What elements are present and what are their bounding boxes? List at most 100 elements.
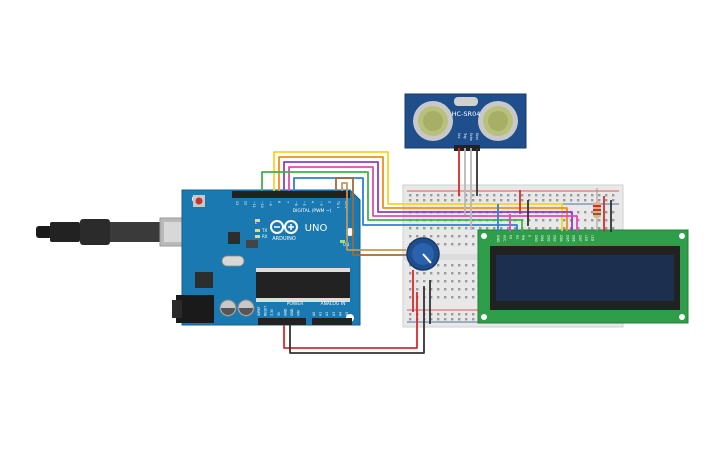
breadboard-hole [563, 194, 566, 197]
pin-label: IOREF [257, 306, 261, 316]
pin-label: 7 [285, 201, 289, 203]
breadboard-hole [528, 194, 531, 197]
breadboard-hole [472, 199, 475, 202]
breadboard-hole [423, 227, 426, 230]
breadboard-hole [437, 272, 440, 275]
breadboard-hole [444, 235, 447, 238]
breadboard-hole [472, 288, 475, 291]
breadboard-hole [409, 296, 412, 299]
pin-label: Trig [463, 132, 467, 139]
breadboard-hole [423, 199, 426, 202]
breadboard-hole [514, 199, 517, 202]
breadboard-hole [451, 318, 454, 321]
breadboard-hole [458, 318, 461, 321]
on-label: ON [343, 242, 349, 247]
resistor-icon [593, 188, 601, 231]
breadboard-hole [514, 227, 517, 230]
pin-label: DB6 [572, 235, 576, 242]
pin-label: GND [283, 308, 287, 316]
breadboard-hole [598, 194, 601, 197]
breadboard-hole [556, 199, 559, 202]
pin-label: 8 [277, 201, 281, 203]
breadboard-hole [549, 227, 552, 230]
wire-brown-1 [335, 177, 410, 256]
breadboard-hole [437, 264, 440, 267]
breadboard-hole [472, 272, 475, 275]
breadboard-hole [444, 318, 447, 321]
breadboard-hole [605, 211, 608, 214]
breadboard-hole [612, 211, 615, 214]
breadboard-hole [430, 313, 433, 316]
breadboard-hole [409, 313, 412, 316]
breadboard-hole [444, 243, 447, 246]
breadboard-hole [591, 199, 594, 202]
potentiometer-knob-icon[interactable] [406, 237, 440, 271]
breadboard-hole [437, 194, 440, 197]
breadboard-hole [486, 227, 489, 230]
breadboard-hole [612, 219, 615, 222]
breadboard-hole [591, 211, 594, 214]
wire-pink [288, 166, 578, 231]
breadboard-hole [612, 199, 615, 202]
breadboard-hole [549, 199, 552, 202]
breadboard-hole [472, 227, 475, 230]
breadboard-hole [451, 264, 454, 267]
breadboard-hole [528, 219, 531, 222]
breadboard-hole [563, 219, 566, 222]
breadboard-hole [549, 194, 552, 197]
pin-label: ~11 [252, 201, 256, 208]
pin-label: DB0 [534, 235, 538, 242]
wire-brown-2 [341, 182, 406, 251]
breadboard-hole [584, 219, 587, 222]
breadboard-hole [542, 194, 545, 197]
breadboard-hole [458, 313, 461, 316]
breadboard-hole [437, 296, 440, 299]
breadboard-hole [437, 288, 440, 291]
breadboard-hole [514, 194, 517, 197]
breadboard-hole [598, 227, 601, 230]
pin-label: DB5 [565, 235, 569, 242]
breadboard-hole [437, 227, 440, 230]
breadboard-hole [500, 194, 503, 197]
pin-label: GND [496, 235, 500, 243]
breadboard-hole [507, 194, 510, 197]
breadboard-hole [577, 227, 580, 230]
pin-label: DB4 [559, 235, 563, 242]
breadboard-hole [563, 227, 566, 230]
digital-header [232, 191, 350, 198]
wire-black-gnd [289, 286, 425, 354]
breadboard-hole [577, 211, 580, 214]
breadboard-hole [409, 272, 412, 275]
breadboard-hole [479, 199, 482, 202]
breadboard-hole [430, 296, 433, 299]
arduino-uno-board: ARDUINO UNO DIGITAL (PWM ~) POWER ANALOG… [172, 189, 361, 326]
pin-label: RS [515, 235, 519, 239]
pin-label: Gnd [475, 133, 479, 140]
breadboard-hole [556, 219, 559, 222]
wire-green [261, 171, 523, 231]
pin-label: ~9 [269, 201, 273, 206]
pin-label: DB3 [553, 235, 557, 242]
breadboard-hole [444, 227, 447, 230]
breadboard-hole [437, 235, 440, 238]
pin-label: Echo [469, 133, 473, 141]
breadboard-hole [437, 199, 440, 202]
breadboard-hole [409, 288, 412, 291]
breadboard-hole [444, 296, 447, 299]
breadboard-hole [416, 194, 419, 197]
breadboard-hole [535, 199, 538, 202]
breadboard-hole [444, 264, 447, 267]
pin-label: RESET [264, 306, 268, 316]
breadboard-hole [486, 199, 489, 202]
breadboard-hole [458, 296, 461, 299]
breadboard-hole [479, 194, 482, 197]
breadboard-hole [493, 199, 496, 202]
breadboard-hole [465, 280, 468, 283]
breadboard-hole [465, 272, 468, 275]
pin-label: 3.3V [270, 308, 274, 316]
pin-label: A5 [345, 312, 349, 316]
breadboard-hole [451, 235, 454, 238]
breadboard-hole [472, 280, 475, 283]
breadboard-hole [584, 211, 587, 214]
breadboard-hole [563, 199, 566, 202]
